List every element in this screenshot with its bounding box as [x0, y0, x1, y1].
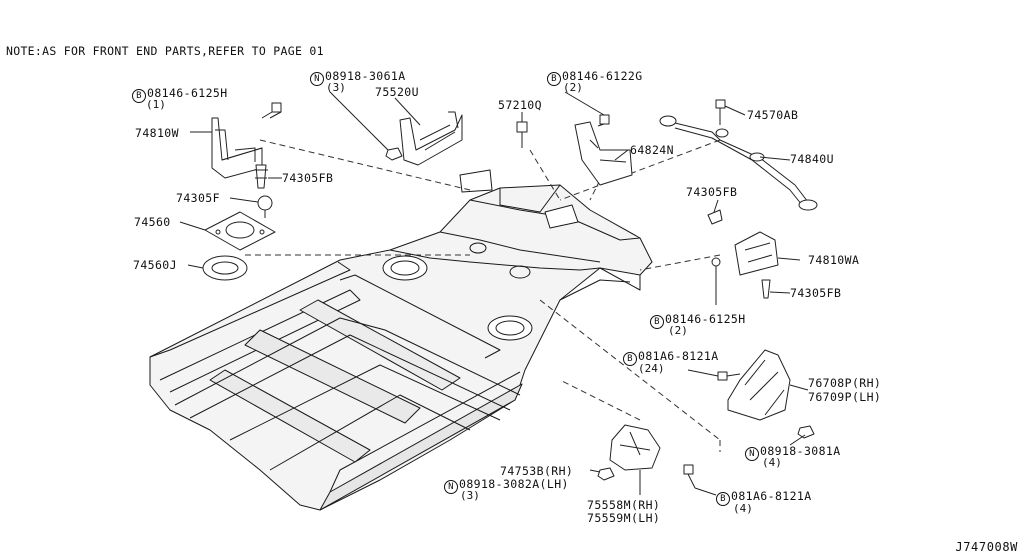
clip-57210Q: [516, 121, 528, 148]
part-qty-p18: (24): [638, 362, 665, 375]
part-label-p25[interactable]: 75559M(LH): [587, 511, 661, 525]
floor-panel: [149, 169, 653, 511]
part-qty-p17: (2): [668, 324, 688, 337]
damper-74560: [204, 211, 276, 251]
bolt-08146-6125H: [261, 102, 282, 119]
bracket-64824N: [574, 121, 633, 186]
clip-74305FB-lower: [761, 279, 771, 299]
part-label-p3[interactable]: 74305FB: [282, 171, 334, 185]
part-qty-p10: (2): [563, 81, 583, 94]
part-label-p6[interactable]: 74560J: [133, 258, 177, 272]
bracket-74810WA: [734, 231, 779, 276]
bracket-75558M: [609, 424, 661, 471]
bolt-08146-6125H-right: [711, 257, 721, 267]
part-label-p12[interactable]: 74570AB: [747, 108, 799, 122]
part-qty-p26: (4): [733, 502, 753, 515]
part-qty-p23: (3): [460, 489, 480, 502]
nut-08918-3081A: [797, 425, 815, 439]
part-qty-p21: (4): [762, 456, 782, 469]
part-label-p15[interactable]: 74810WA: [808, 253, 860, 267]
nut-08918-3061A: [385, 147, 403, 161]
part-label-p4[interactable]: 74305F: [176, 191, 220, 205]
label-leaders: [179, 91, 809, 496]
part-qty-p1: (1): [146, 98, 166, 111]
part-label-p8[interactable]: 75520U: [375, 85, 419, 99]
part-label-p22[interactable]: 74753B(RH): [500, 464, 574, 478]
part-label-p5[interactable]: 74560: [134, 215, 171, 229]
bolt-081A6-8121A-lower: [683, 464, 696, 489]
part-qty-p7: (3): [326, 81, 346, 94]
clip-74305F: [257, 195, 273, 218]
bolt-08146-6122G: [597, 114, 610, 127]
part-label-p19[interactable]: 76708P(RH): [808, 376, 882, 390]
part-label-p13[interactable]: 74840U: [790, 152, 834, 166]
part-label-p20[interactable]: 76709P(LH): [808, 390, 882, 404]
bolt-081A6-8121A-upper: [717, 371, 741, 381]
part-label-p24[interactable]: 75558M(RH): [587, 498, 661, 512]
ring-74560J: [202, 255, 248, 281]
bolt-74570AB: [715, 99, 726, 125]
diagram-note: NOTE:AS FOR FRONT END PARTS,REFER TO PAG…: [6, 44, 324, 58]
part-label-p9[interactable]: 57210Q: [498, 98, 542, 112]
bracket-74810W: [211, 117, 263, 179]
part-label-p14[interactable]: 74305FB: [686, 185, 738, 199]
bracket-76708P: [727, 349, 791, 421]
part-label-p11[interactable]: 64824N: [630, 143, 674, 157]
clip-74305FB-left: [254, 164, 268, 189]
leader-lines: [245, 139, 721, 452]
strap-74840U: [659, 115, 818, 211]
part-label-p2[interactable]: 74810W: [135, 126, 179, 140]
bracket-75520U: [399, 111, 463, 166]
part-label-p16[interactable]: 74305FB: [790, 286, 842, 300]
nut-08918-3082A: [597, 467, 615, 481]
clip-74305FB-upper: [707, 209, 723, 225]
diagram-code: J747008W: [955, 540, 1018, 554]
